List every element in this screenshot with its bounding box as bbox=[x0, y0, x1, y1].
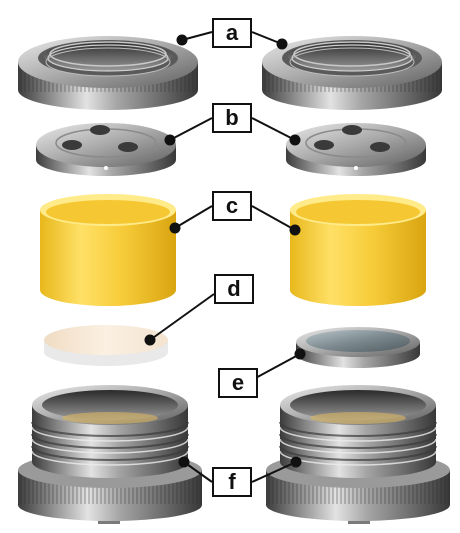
threaded-base-left bbox=[18, 385, 202, 524]
callout-f-label: f bbox=[228, 469, 236, 494]
callout-f: f bbox=[212, 467, 252, 497]
callout-c-label: c bbox=[225, 193, 239, 218]
leader-lines bbox=[144, 31, 306, 483]
callout-a-label: a bbox=[225, 20, 239, 45]
threaded-base-right bbox=[266, 385, 450, 524]
callout-e: e bbox=[218, 368, 258, 398]
cap-ring-left bbox=[18, 36, 198, 110]
callout-c: c bbox=[212, 191, 252, 221]
callout-d: d bbox=[214, 274, 254, 304]
callout-b-label: b bbox=[225, 105, 239, 130]
perforated-disc-right bbox=[286, 123, 426, 176]
callout-b: b bbox=[212, 103, 252, 133]
perforated-disc-left bbox=[36, 123, 176, 176]
glass-window-disc bbox=[296, 327, 420, 368]
callout-d-label: d bbox=[227, 276, 241, 301]
callout-a: a bbox=[212, 18, 252, 48]
membrane-disc bbox=[44, 325, 168, 366]
yellow-sleeve-left bbox=[40, 194, 176, 306]
callout-e-label: e bbox=[231, 370, 245, 395]
cap-ring-right bbox=[262, 36, 442, 110]
yellow-sleeve-right bbox=[290, 194, 426, 306]
